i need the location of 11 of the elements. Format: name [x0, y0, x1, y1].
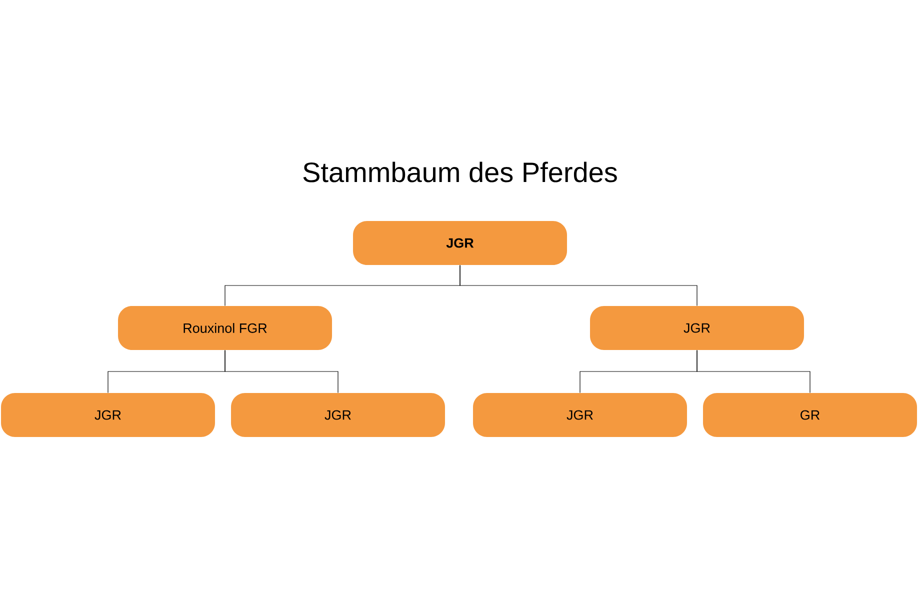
name-box: JGR	[473, 393, 687, 437]
name-box: Rouxinol FGR	[118, 306, 332, 350]
name-box: JGR	[590, 306, 804, 350]
connector-line	[696, 350, 810, 394]
name-box: JGR	[353, 221, 567, 265]
connector-line	[224, 350, 338, 394]
name-box: JGR	[231, 393, 445, 437]
title: Stammbaum des Pferdes	[303, 162, 617, 182]
name-box: GR	[703, 393, 917, 437]
name-box: JGR	[1, 393, 215, 437]
connector-line	[460, 264, 698, 306]
